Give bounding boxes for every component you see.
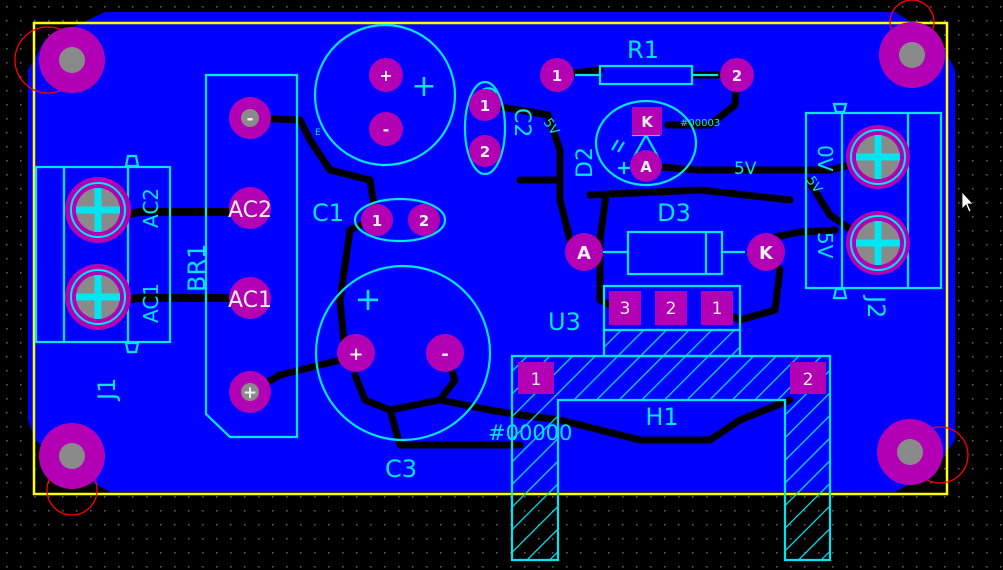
c2-pin-2[interactable]: 2 bbox=[469, 135, 501, 167]
svg-text:-: - bbox=[383, 120, 390, 139]
j2-pin-0v[interactable] bbox=[846, 125, 910, 189]
j1-ac2-label: AC2 bbox=[139, 188, 163, 228]
svg-text:2: 2 bbox=[732, 67, 742, 85]
led-d2[interactable]: K A #00003 D2 bbox=[573, 99, 720, 187]
svg-text:AC2: AC2 bbox=[228, 198, 272, 223]
svg-text:+: + bbox=[348, 344, 363, 365]
c5-plus-mark: + bbox=[411, 69, 436, 104]
c2-designator: C2 bbox=[509, 108, 534, 137]
c3-plus-mark: + bbox=[355, 280, 382, 318]
svg-text:1: 1 bbox=[712, 299, 723, 319]
svg-text:+: + bbox=[243, 383, 257, 403]
mounting-hole bbox=[39, 27, 105, 93]
heatsink-h1[interactable]: 1 2 H1 #00000 bbox=[488, 354, 832, 562]
r1-pin-1[interactable]: 1 bbox=[540, 58, 574, 92]
mouse-cursor-icon bbox=[961, 190, 974, 213]
c3-pin-plus[interactable]: + bbox=[337, 334, 375, 372]
capacitor-c1[interactable]: 1 2 C1 bbox=[312, 197, 447, 243]
u3-designator: U3 bbox=[548, 308, 581, 336]
br1-pin-ac1[interactable]: AC1 bbox=[228, 277, 272, 319]
j1-pin-ac2[interactable] bbox=[65, 177, 131, 243]
c5-pin-plus[interactable]: + bbox=[369, 58, 403, 92]
mounting-hole bbox=[877, 419, 943, 485]
regulator-u3[interactable]: 3 2 1 U3 bbox=[548, 284, 742, 358]
svg-text:AC1: AC1 bbox=[228, 288, 272, 313]
c3-designator: C3 bbox=[385, 455, 417, 483]
j2-0v-label: 0V bbox=[813, 145, 837, 172]
r1-pin-2[interactable]: 2 bbox=[720, 58, 754, 92]
c5-pin-minus[interactable]: - bbox=[369, 112, 403, 146]
diode-d3[interactable]: A K D3 bbox=[565, 199, 785, 276]
h1-net-label: #00000 bbox=[488, 421, 572, 445]
svg-text:1: 1 bbox=[531, 370, 542, 390]
br1-pin-ac2[interactable]: AC2 bbox=[228, 187, 272, 229]
br1-pin-plus[interactable]: + bbox=[229, 371, 271, 413]
svg-text:2: 2 bbox=[666, 299, 677, 319]
svg-text:A: A bbox=[577, 243, 591, 264]
r1-designator: R1 bbox=[627, 36, 659, 64]
h1-pin-2[interactable]: 2 bbox=[790, 362, 826, 394]
h1-designator: H1 bbox=[645, 403, 678, 431]
connector-j1[interactable]: AC2 AC1 J1 bbox=[34, 154, 172, 402]
svg-text:A: A bbox=[640, 158, 652, 176]
svg-text:+: + bbox=[379, 66, 392, 85]
svg-text:1: 1 bbox=[372, 212, 382, 230]
svg-text:2: 2 bbox=[803, 370, 814, 390]
br1-designator: BR1 bbox=[183, 244, 211, 292]
d2-pin-k[interactable]: K bbox=[632, 107, 662, 135]
svg-text:-: - bbox=[441, 344, 448, 365]
d3-pin-a[interactable]: A bbox=[565, 233, 603, 271]
c3-pin-minus[interactable]: - bbox=[426, 334, 464, 372]
c1-designator: C1 bbox=[312, 199, 344, 227]
j2-5v-label: 5V bbox=[813, 232, 837, 259]
c5-e-mark: E bbox=[315, 128, 321, 138]
j1-designator: J1 bbox=[93, 378, 121, 402]
d3-designator: D3 bbox=[657, 199, 691, 227]
svg-text:1: 1 bbox=[552, 67, 562, 85]
svg-text:K: K bbox=[641, 113, 654, 131]
d2-net-label: #00003 bbox=[680, 118, 720, 129]
d3-pin-k[interactable]: K bbox=[747, 233, 785, 271]
c1-pin-1[interactable]: 1 bbox=[361, 204, 393, 236]
h1-pin-1[interactable]: 1 bbox=[518, 362, 554, 394]
capacitor-c3[interactable]: + + - C3 bbox=[314, 264, 492, 483]
bridge-rectifier-br1[interactable]: - AC2 AC1 + BR1 bbox=[183, 73, 299, 439]
u3-pin-2[interactable]: 2 bbox=[655, 291, 687, 325]
svg-text:1: 1 bbox=[480, 97, 490, 115]
capacitor-c2[interactable]: 1 2 C2 bbox=[463, 80, 534, 176]
u3-pin-1[interactable]: 1 bbox=[701, 291, 733, 325]
d2-pin-a[interactable]: A bbox=[630, 150, 662, 182]
svg-text:K: K bbox=[759, 243, 774, 264]
svg-text:3: 3 bbox=[620, 299, 631, 319]
br1-pin-minus[interactable]: - bbox=[229, 97, 271, 139]
connector-j2[interactable]: 0V 5V J2 bbox=[804, 102, 943, 318]
j2-pin-5v[interactable] bbox=[846, 211, 910, 275]
c1-pin-2[interactable]: 2 bbox=[408, 204, 440, 236]
svg-text:2: 2 bbox=[419, 212, 429, 230]
j2-designator: J2 bbox=[862, 294, 890, 318]
resistor-r1[interactable]: 1 2 R1 bbox=[540, 36, 754, 92]
mounting-hole bbox=[879, 22, 945, 88]
j1-ac1-label: AC1 bbox=[139, 283, 163, 323]
mounting-hole bbox=[39, 423, 105, 489]
j1-pin-ac1[interactable] bbox=[65, 264, 131, 330]
svg-text:2: 2 bbox=[480, 143, 490, 161]
u3-pin-3[interactable]: 3 bbox=[609, 291, 641, 325]
d2-designator: D2 bbox=[573, 147, 598, 178]
svg-text:-: - bbox=[246, 109, 253, 129]
board-outline bbox=[32, 21, 949, 496]
c2-pin-1[interactable]: 1 bbox=[469, 89, 501, 121]
net-label-5v: 5V bbox=[734, 159, 757, 179]
